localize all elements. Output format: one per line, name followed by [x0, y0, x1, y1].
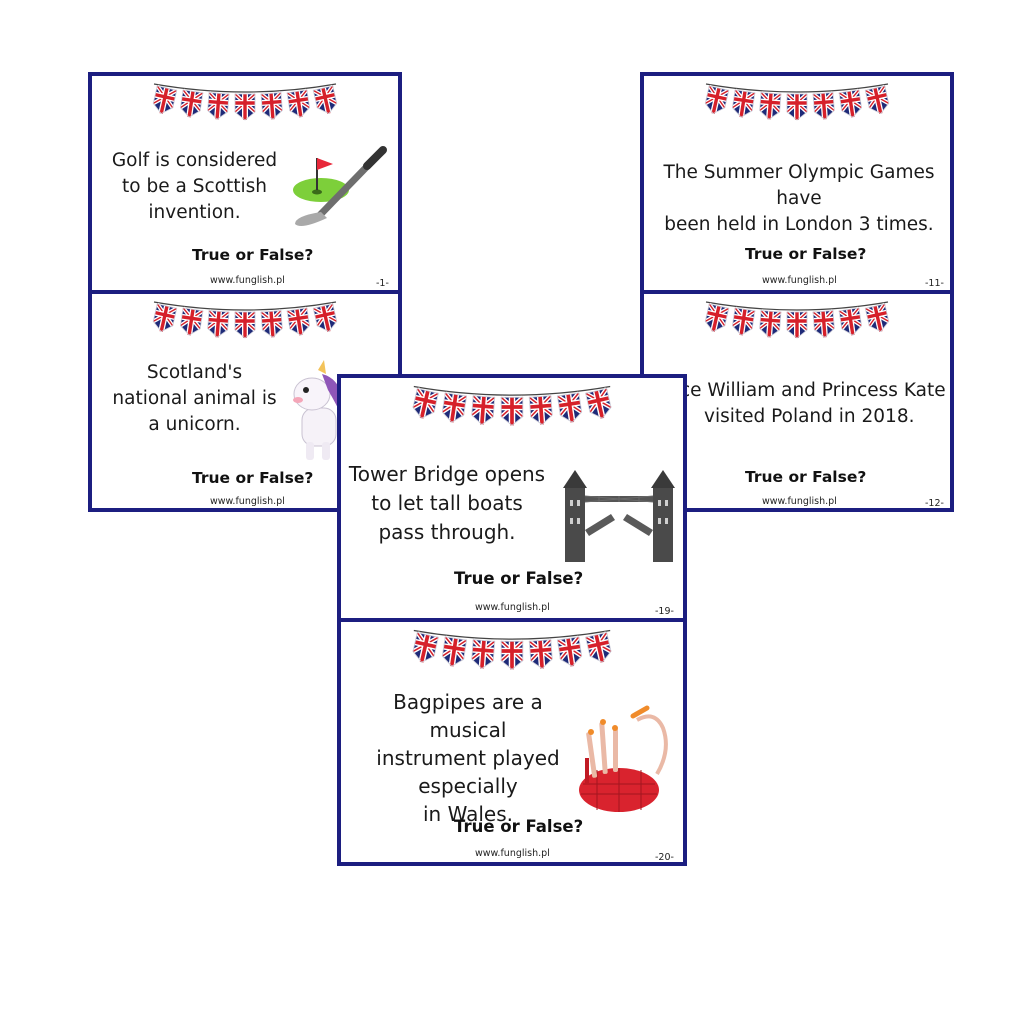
website-label: www.funglish.pl	[475, 602, 550, 613]
union-jack-flag	[704, 84, 730, 115]
union-jack-flag	[312, 302, 338, 333]
bagpipes-icon	[579, 705, 668, 812]
union-jack-flag	[312, 84, 338, 115]
card-number: -11-	[925, 278, 944, 289]
union-jack-bunting	[411, 385, 613, 426]
union-jack-flag	[233, 310, 257, 339]
union-jack-flag	[206, 91, 231, 120]
union-jack-flag	[838, 88, 863, 118]
union-jack-flag	[556, 635, 583, 667]
union-jack-bunting	[704, 301, 890, 339]
union-jack-flag	[731, 306, 756, 336]
union-jack-flag	[704, 302, 730, 333]
true-or-false-prompt: True or False?	[454, 817, 584, 836]
question-text: Bagpipes are a musical instrument played…	[376, 690, 560, 826]
question-text: Tower Bridge opens to let tall boats pas…	[348, 462, 546, 544]
union-jack-flag	[411, 387, 440, 419]
union-jack-flag	[758, 91, 783, 120]
union-jack-flag	[785, 92, 809, 121]
true-or-false-prompt: True or False?	[745, 468, 867, 486]
union-jack-flag	[527, 638, 554, 670]
union-jack-flag	[206, 309, 231, 338]
union-jack-bunting	[411, 629, 613, 670]
website-label: www.funglish.pl	[210, 275, 285, 286]
card-20: Bagpipes are a musical instrument played…	[337, 618, 687, 866]
website-label: www.funglish.pl	[210, 496, 285, 507]
union-jack-flag	[785, 310, 809, 339]
union-jack-bunting	[152, 301, 338, 339]
card-number: -20-	[655, 852, 674, 863]
question-text: Scotland's national animal is a unicorn.	[112, 362, 277, 435]
card-19: Tower Bridge opens to let tall boats pas…	[337, 374, 687, 622]
question-text: The Summer Olympic Games have been held …	[663, 162, 935, 235]
union-jack-flag	[556, 391, 583, 423]
union-jack-flag	[527, 394, 554, 426]
union-jack-flag	[838, 306, 863, 336]
website-label: www.funglish.pl	[475, 848, 550, 859]
union-jack-bunting	[704, 83, 890, 121]
union-jack-flag	[259, 91, 284, 120]
union-jack-flag	[864, 84, 890, 115]
union-jack-flag	[286, 306, 311, 336]
true-or-false-prompt: True or False?	[192, 246, 314, 264]
true-or-false-prompt: True or False?	[192, 469, 314, 487]
union-jack-flag	[470, 394, 497, 426]
union-jack-flag	[233, 92, 257, 121]
union-jack-flag	[259, 309, 284, 338]
union-jack-flag	[179, 306, 204, 336]
union-jack-flag	[286, 88, 311, 118]
union-jack-flag	[179, 88, 204, 118]
true-or-false-prompt: True or False?	[454, 569, 584, 588]
true-or-false-prompt: True or False?	[745, 245, 867, 263]
union-jack-flag	[811, 309, 836, 338]
card-number: -1-	[376, 278, 389, 289]
card-12: ce William and Princess Kate visited Pol…	[640, 290, 954, 512]
union-jack-flag	[152, 302, 178, 333]
website-label: www.funglish.pl	[762, 275, 837, 286]
union-jack-flag	[499, 395, 525, 426]
website-label: www.funglish.pl	[762, 496, 837, 507]
union-jack-flag	[441, 635, 468, 667]
card-number: -19-	[655, 606, 674, 617]
golf-icon	[293, 146, 387, 226]
union-jack-flag	[441, 391, 468, 423]
union-jack-flag	[864, 302, 890, 333]
union-jack-flag	[499, 639, 525, 670]
union-jack-flag	[584, 631, 613, 663]
union-jack-flag	[584, 387, 613, 419]
union-jack-bunting	[152, 83, 338, 121]
union-jack-flag	[152, 84, 178, 115]
card-number: -12-	[925, 498, 944, 509]
union-jack-flag	[411, 631, 440, 663]
union-jack-flag	[758, 309, 783, 338]
card-11: The Summer Olympic Games have been held …	[640, 72, 954, 294]
question-text: Golf is considered to be a Scottish inve…	[111, 150, 278, 223]
tower-bridge-icon	[563, 470, 675, 562]
question-text: ce William and Princess Kate visited Pol…	[680, 380, 946, 427]
card-1: Golf is considered to be a Scottish inve…	[88, 72, 402, 294]
union-jack-flag	[731, 88, 756, 118]
union-jack-flag	[470, 638, 497, 670]
union-jack-flag	[811, 91, 836, 120]
